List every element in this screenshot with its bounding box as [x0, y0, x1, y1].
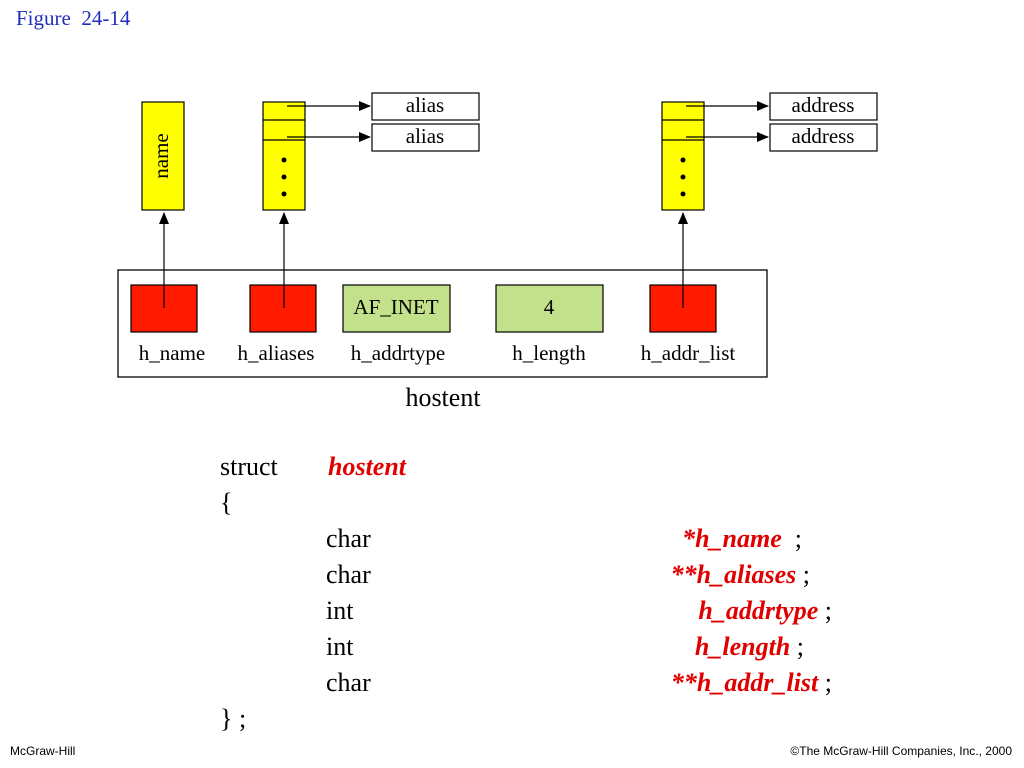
- alias-box-2: [371, 123, 480, 152]
- name-text: name: [149, 133, 173, 178]
- aliases-array: [262, 101, 306, 211]
- code-member-decl: h_addrtype ;: [698, 596, 832, 625]
- footer-publisher: McGraw-Hill: [10, 744, 76, 758]
- address-text-2: address: [792, 124, 855, 148]
- alias-box-1: [371, 92, 480, 121]
- code-close-brace: } ;: [220, 704, 247, 733]
- address-box-2: [769, 123, 878, 152]
- h-aliases-label: h_aliases: [238, 341, 315, 365]
- h-addrtype-value: AF_INET: [353, 295, 438, 319]
- code-member-type: char: [326, 560, 371, 589]
- h-length-field-box: [495, 284, 604, 333]
- address-array: [661, 101, 705, 211]
- code-struct-name: hostent: [328, 452, 407, 481]
- address-box-1: [769, 92, 878, 121]
- code-member-type: int: [326, 632, 354, 661]
- alias-text-2: alias: [406, 124, 444, 148]
- code-member-decl: *h_name ;: [682, 524, 802, 553]
- alias-text-1: alias: [406, 93, 444, 117]
- h-addrtype-label: h_addrtype: [351, 341, 445, 365]
- h-length-value: 4: [544, 295, 555, 319]
- h-addrtype-field-box: [342, 284, 451, 333]
- code-member-decl: h_length ;: [694, 632, 804, 661]
- code-member-decl: **h_aliases ;: [670, 560, 810, 589]
- hostent-diagram: name alias alias address address AF_INET…: [117, 92, 878, 412]
- footer-copyright: ©The McGraw-Hill Companies, Inc., 2000: [790, 744, 1012, 758]
- code-member-type: char: [326, 524, 371, 553]
- struct-caption: hostent: [405, 383, 481, 412]
- h-aliases-field-box: [249, 284, 317, 333]
- h-length-label: h_length: [512, 341, 586, 365]
- code-struct-keyword: struct: [220, 452, 278, 481]
- figure-title: Figure 24-14: [16, 6, 131, 30]
- code-member-type: int: [326, 596, 354, 625]
- code-member-type: char: [326, 668, 371, 697]
- h-addr-list-label: h_addr_list: [641, 341, 736, 365]
- code-open-brace: {: [220, 488, 233, 517]
- h-name-label: h_name: [139, 341, 205, 365]
- name-box: [141, 101, 185, 211]
- code-member-decl: **h_addr_list ;: [670, 668, 832, 697]
- address-text-1: address: [792, 93, 855, 117]
